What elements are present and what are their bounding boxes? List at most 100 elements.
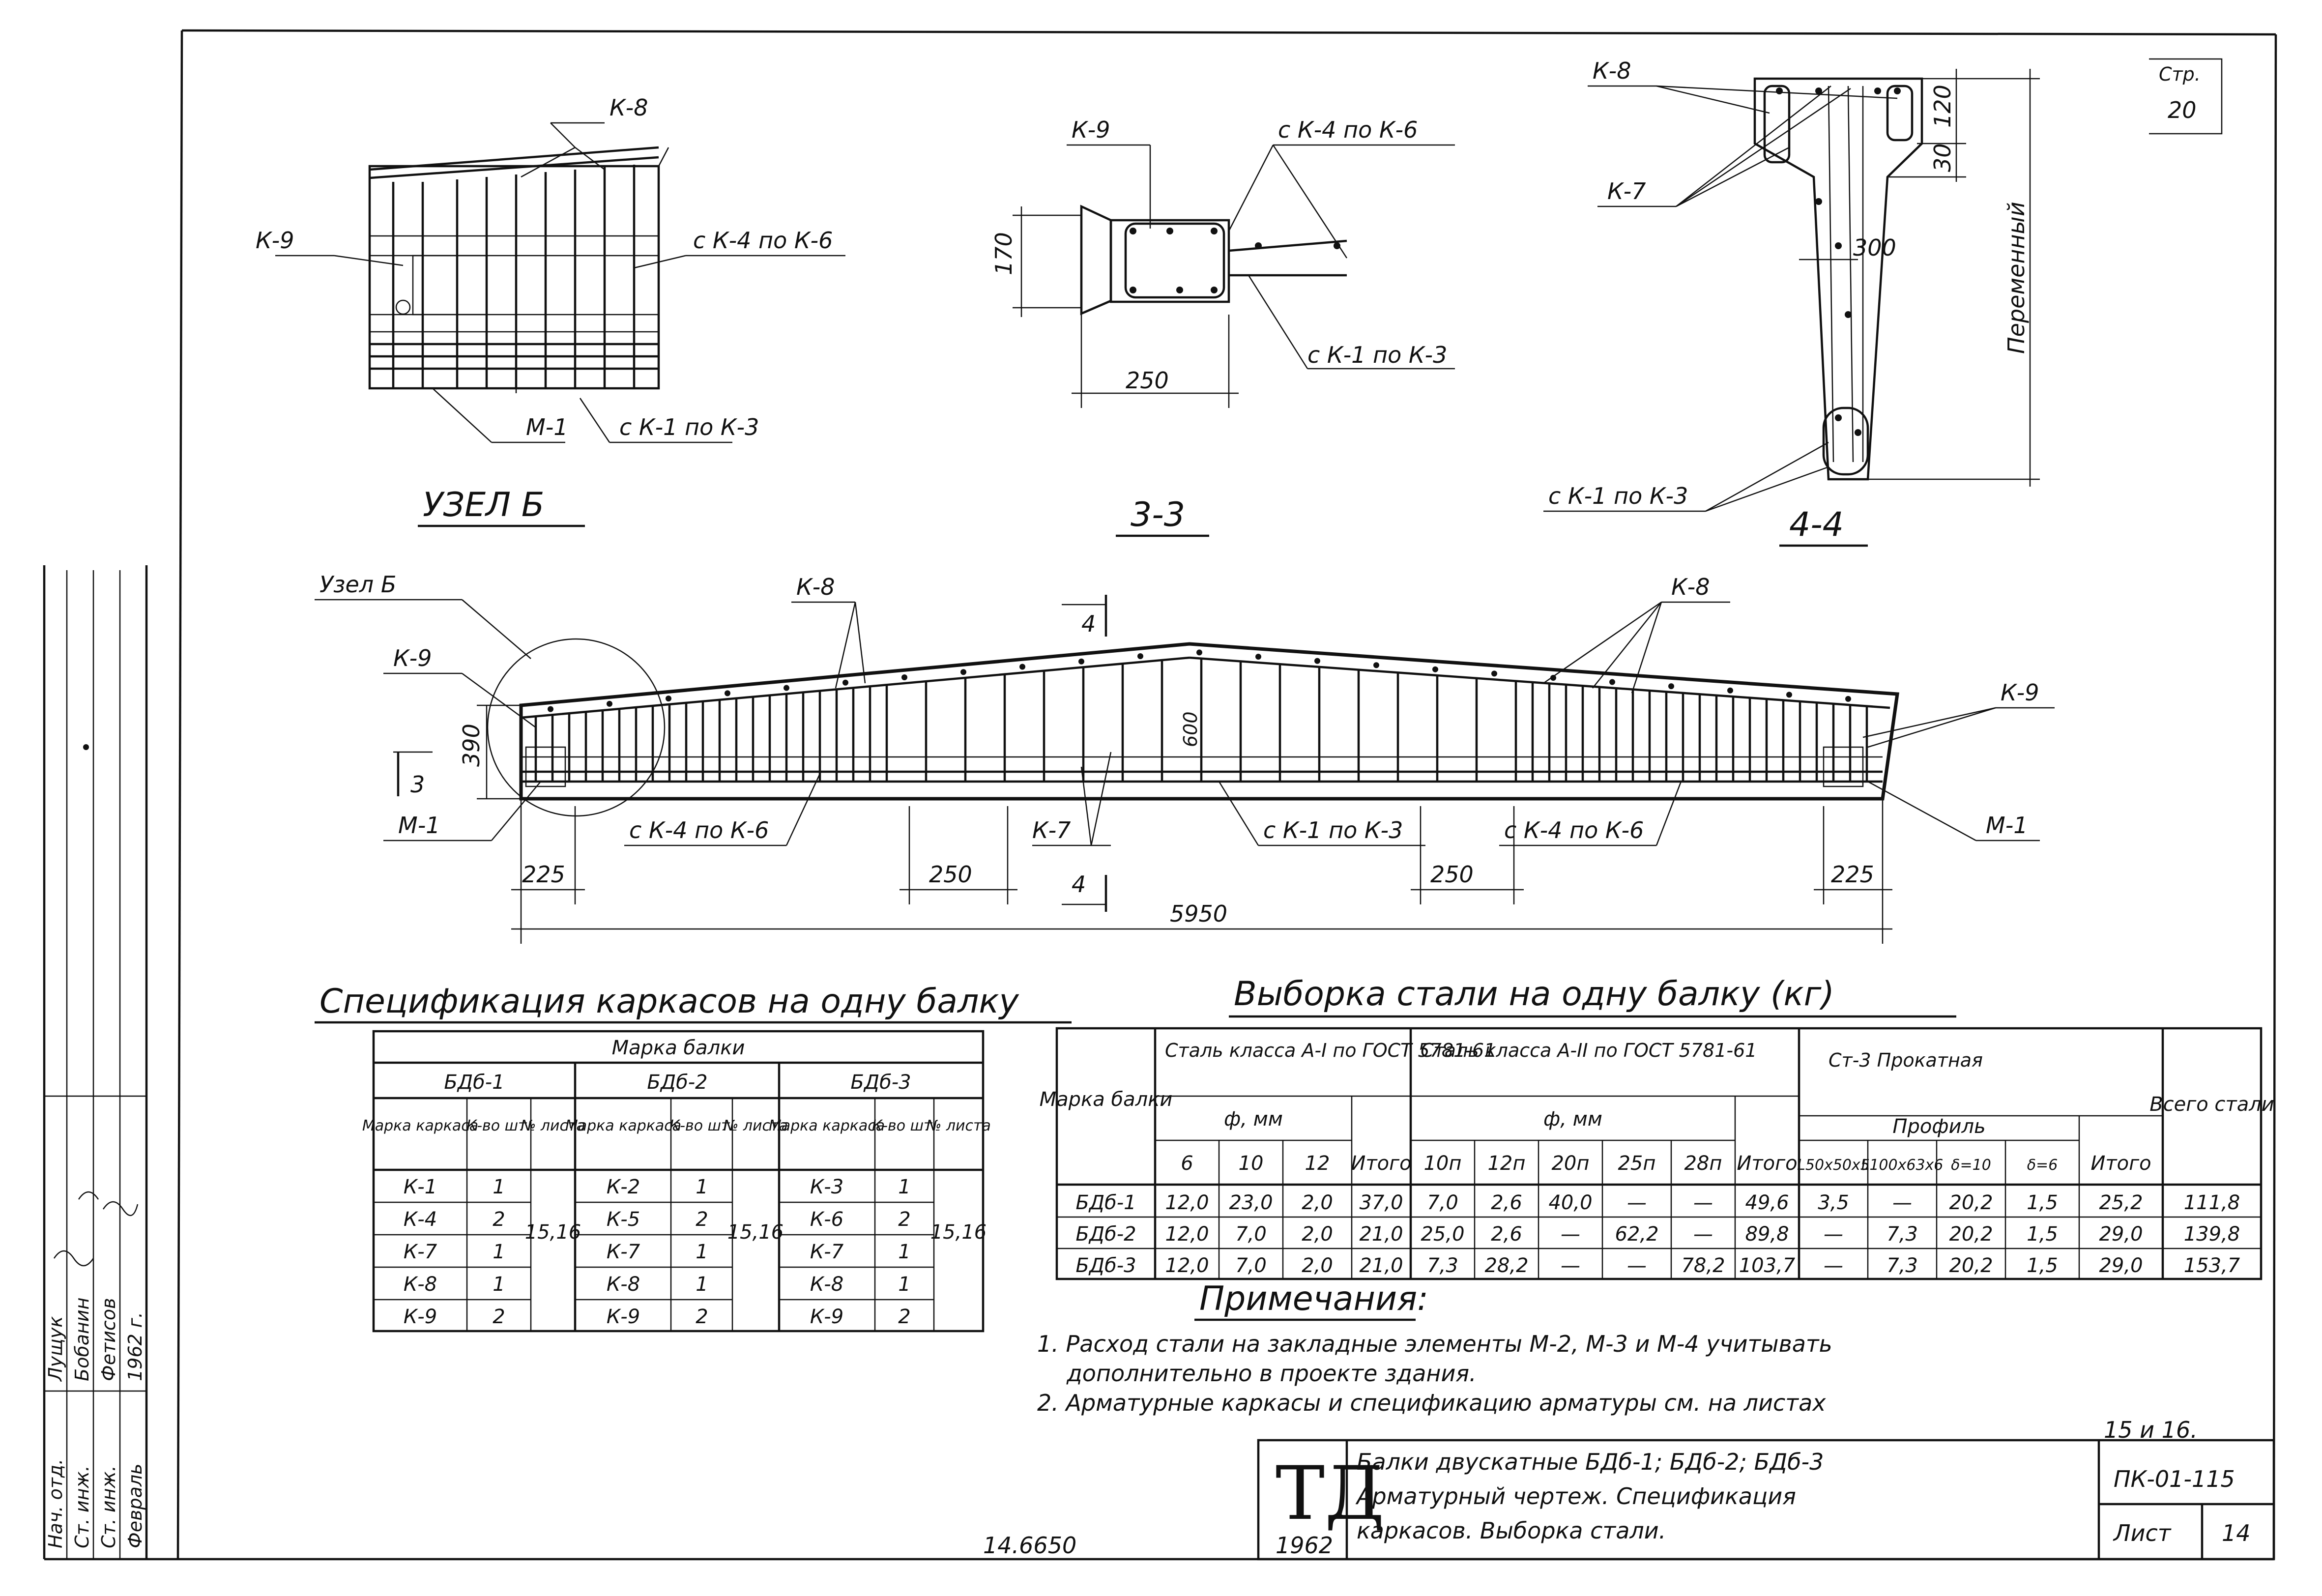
steel-colhead: δ=10 (1951, 1157, 1991, 1174)
steel-colhead: 6 (1181, 1152, 1193, 1175)
steel-cell: 21,0 (1359, 1254, 1403, 1277)
steel-cell: 103,7 (1739, 1254, 1796, 1277)
spec-cell: К-9 (607, 1306, 640, 1328)
node-b-label-m1: М-1 (526, 414, 568, 440)
steel-a2-diam-label: ф, мм (1543, 1108, 1602, 1131)
steel-cell: — (1561, 1223, 1580, 1246)
title-block-line-1: Балки двускатные БДб-1; БДб-2; БДб-3 (1357, 1449, 1824, 1475)
steel-cell: — (1693, 1223, 1713, 1246)
steel-group-st3: Ст-3 Прокатная (1829, 1049, 1983, 1071)
steel-cell: 1,5 (2027, 1191, 2058, 1214)
spec-cell: К-7 (810, 1241, 844, 1263)
stamp-role-1: Нач. отд. (45, 1459, 66, 1548)
cut-label-3: 3 (410, 771, 425, 798)
note-1-line-2: дополнительно в проекте здания. (1066, 1360, 1477, 1387)
bar-dot (1491, 670, 1497, 677)
steel-cell: 2,6 (1491, 1223, 1522, 1246)
spec-cell: 2 (696, 1306, 708, 1328)
spec-cell: К-9 (810, 1306, 843, 1328)
node-b-label-k4k6: с К-4 по К-6 (693, 227, 833, 254)
steel-colhead: L50x50x5 (1797, 1157, 1870, 1174)
section-44-title: 4-4 (1789, 505, 1844, 544)
spec-cell: К-2 (607, 1176, 640, 1198)
stamp-name-3: Фетисов (98, 1298, 119, 1381)
steel-cell: БДб-1 (1075, 1191, 1136, 1214)
elev-label-m1-right: М-1 (1986, 812, 2028, 839)
spec-cell: К-1 (404, 1176, 437, 1198)
steel-profile-label: Профиль (1892, 1115, 1985, 1138)
bar-dot (960, 669, 966, 675)
spec-subheader: К-во шт. (872, 1117, 937, 1134)
spec-cell: 2 (696, 1208, 708, 1231)
steel-cell: 28,2 (1484, 1254, 1528, 1277)
bar-dot (1550, 674, 1556, 681)
spec-cell: 1 (696, 1273, 708, 1296)
section-4-4: 120 30 300 Переменный К-8 К-7 с К-1 по К… (1543, 58, 2040, 547)
steel-cell: 23,0 (1229, 1191, 1273, 1214)
corner-mark-number: 20 (2168, 97, 2197, 123)
steel-cell: 2,0 (1302, 1191, 1333, 1214)
steel-cell: 62,2 (1615, 1223, 1658, 1246)
node-b-label-k8: К-8 (610, 94, 648, 121)
stamp-role-4: Февраль (124, 1463, 146, 1548)
section-44-label-k8: К-8 (1593, 58, 1631, 84)
steel-cell: 29,0 (2099, 1254, 2143, 1277)
steel-col-brand: Марка балки (1040, 1088, 1173, 1111)
steel-cell: 49,6 (1745, 1191, 1789, 1214)
steel-colhead: δ=6 (2027, 1157, 2058, 1174)
cut-label-4-bottom: 4 (1072, 871, 1086, 898)
section-33-dim-height: 170 (990, 232, 1017, 275)
spec-subheader: № листа (925, 1117, 991, 1134)
steel-st3-itogo: Итого (2090, 1152, 2151, 1175)
bar-dot (1727, 687, 1733, 694)
spec-cell: 2 (493, 1208, 505, 1231)
stirrups (534, 658, 1868, 782)
steel-cell: 12,0 (1165, 1223, 1209, 1246)
title-block-sheet-number: 14 (2222, 1520, 2251, 1546)
steel-table: Выборка стали на одну балку (кг) (1040, 975, 2274, 1280)
stamp-number: 14.6650 (983, 1532, 1076, 1559)
steel-cell: 139,8 (2184, 1223, 2240, 1246)
spec-group-1: БДб-1 (444, 1071, 504, 1094)
steel-cell: — (1824, 1254, 1843, 1277)
spec-sheet-ref-1: 15,16 (525, 1221, 581, 1244)
bar-dot (1432, 666, 1438, 672)
spec-cell: К-4 (404, 1208, 437, 1231)
bar-dot (607, 700, 612, 707)
section-33-label-k1k3: с К-1 по К-3 (1307, 342, 1447, 368)
note-1-line-1: 1. Расход стали на закладные элементы М-… (1037, 1331, 1832, 1357)
elev-label-k7: К-7 (1032, 817, 1071, 843)
steel-colhead: 10п (1423, 1152, 1461, 1175)
steel-cell: 111,8 (2184, 1191, 2240, 1214)
elev-label-k8-right: К-8 (1671, 574, 1710, 600)
steel-cell: 20,2 (1949, 1254, 1993, 1277)
bar-dot (548, 706, 553, 712)
spec-cell: К-7 (404, 1241, 437, 1263)
steel-cell: 2,0 (1302, 1223, 1333, 1246)
elev-dim-225-right: 225 (1831, 861, 1874, 888)
steel-cell: 25,0 (1421, 1223, 1464, 1246)
bar-dot (1078, 658, 1084, 665)
section-33-label-k9: К-9 (1072, 116, 1110, 143)
steel-colhead: 10 (1239, 1152, 1264, 1175)
section-3-3: 170 250 К-9 с К-4 по К-6 с К-1 по К-3 3-… (990, 116, 1455, 537)
bar-dot (1137, 653, 1143, 659)
spec-cell: 1 (493, 1273, 505, 1296)
steel-colhead: 20п (1551, 1152, 1589, 1175)
corner-mark-label: Стр. (2159, 63, 2201, 85)
elev-dim-total: 5950 (1170, 900, 1227, 927)
bar-dot (1019, 664, 1025, 670)
steel-table-title: Выборка стали на одну балку (кг) (1234, 975, 1834, 1014)
cut-label-4-top: 4 (1081, 610, 1096, 637)
steel-cell: БДб-3 (1075, 1254, 1136, 1277)
spec-subheader: Марка каркаса (362, 1117, 478, 1134)
steel-colhead: 28п (1684, 1152, 1722, 1175)
steel-cell: 7,3 (1887, 1254, 1918, 1277)
note-2-line-2: 15 и 16. (2104, 1417, 2198, 1443)
section-33-dim-width: 250 (1126, 367, 1169, 394)
spec-cell: 1 (898, 1273, 910, 1296)
steel-colhead: 12 (1305, 1152, 1330, 1175)
